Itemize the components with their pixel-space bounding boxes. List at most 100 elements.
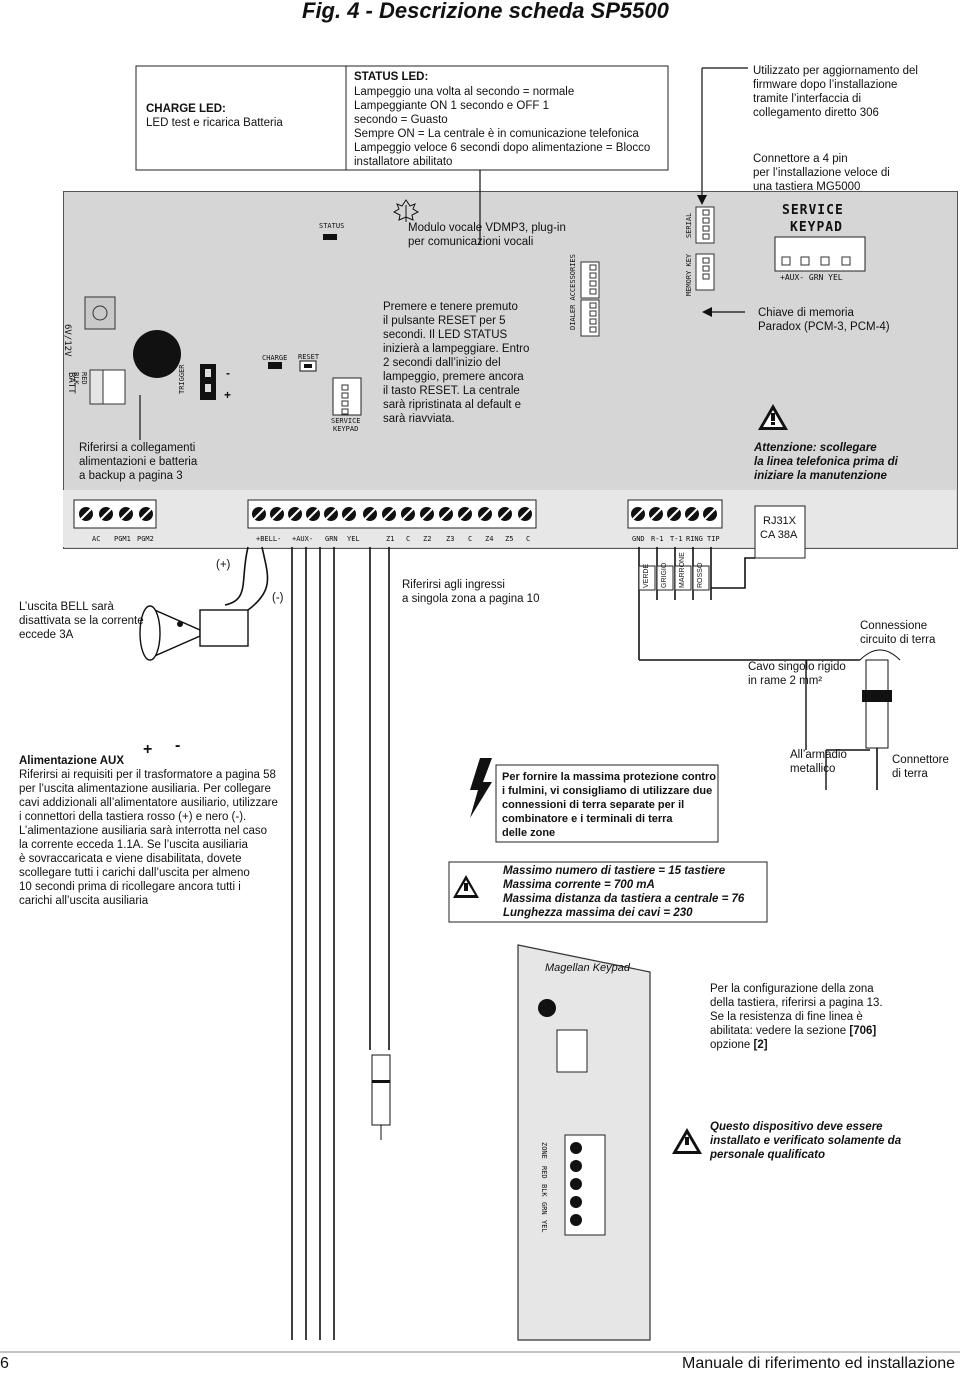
phone-terminal-t1: T-1 — [670, 535, 683, 543]
ground-connection-0: Connessione — [860, 620, 928, 632]
aux-grn-yel-label: +AUX- GRN YEL — [780, 273, 843, 282]
zone-config-4-text: opzione — [710, 1039, 754, 1051]
lightning-note-3: combinatore e i terminali di terra — [502, 813, 673, 825]
service-keypad-big-0: SERVICE — [782, 203, 844, 218]
lightning-note-0: Per fornire la massima protezione contro — [502, 771, 716, 783]
zones-note-0: Riferirsi agli ingressi — [402, 579, 505, 591]
reset-note-4: 2 secondi dall’inizio del — [383, 357, 501, 369]
terminal-z2: Z2 — [423, 535, 432, 543]
connector-note-0: Connettore a 4 pin — [753, 153, 848, 165]
keypad-limit-2: Massima distanza da tastiera a centrale … — [503, 893, 745, 905]
service-keypad-big-1: KEYPAD — [790, 220, 843, 235]
power-note-1: alimentazioni e batteria — [79, 456, 198, 468]
keypad-terminal-red: RED — [540, 1166, 548, 1179]
trigger-minus: - — [226, 366, 230, 380]
power-note-2: a backup a pagina 3 — [79, 470, 183, 482]
charge-led — [268, 362, 282, 369]
copper-wire-1: in rame 2 mm² — [748, 675, 823, 687]
vocal-module-0: Modulo vocale VDMP3, plug-in — [408, 222, 566, 234]
battery-connector — [84, 296, 126, 405]
ground-connector-0: Connettore — [892, 754, 949, 766]
install-warning-0: Questo dispositivo deve essere — [710, 1121, 883, 1133]
rj31x-label-1: CA 38A — [760, 529, 798, 541]
wire-grigio: GRIGIO — [661, 562, 668, 588]
status-led-line-5: installatore abilitato — [354, 156, 453, 168]
connector-note-2: una tastiera MG5000 — [753, 181, 861, 193]
memory-key-label: MEMORY KEY — [685, 253, 693, 296]
aux-line-5: la corrente ecceda 1.1A. Se l’uscita aus… — [19, 839, 248, 851]
reset-note-0: Premere e tenere premuto — [383, 301, 518, 313]
power-note-0: Riferirsi a collegamenti — [79, 442, 196, 454]
terminal-z1: Z1 — [386, 535, 395, 543]
terminal-z5: Z5 — [505, 535, 514, 543]
bell-note-1: disattivata se la corrente — [19, 615, 144, 627]
ground-connection-1: circuito di terra — [860, 634, 936, 646]
aux-line-3: i connettori della tastiera rosso (+) e … — [19, 811, 247, 823]
reset-note-1: il pulsante RESET per 5 — [383, 315, 506, 327]
keypad-label: Magellan Keypad — [545, 962, 631, 974]
battery-voltage-label: 6V/12V — [62, 324, 72, 357]
trigger-plus: + — [224, 388, 232, 402]
service-keypad-small-1: KEYPAD — [333, 425, 359, 433]
status-led — [323, 234, 337, 240]
cabinet-0: All’armadio — [790, 749, 847, 761]
lightning-note-2: connessioni di terra separate per il — [502, 799, 685, 811]
aux-line-9: carichi all’uscita ausiliaria — [19, 895, 149, 907]
status-led-line-4: Lampeggio veloce 6 secondi dopo alimenta… — [354, 142, 651, 154]
firmware-note-0: Utilizzato per aggiornamento del — [753, 65, 918, 77]
terminal-pgm1: PGM1 — [114, 535, 131, 543]
keypad-limit-0: Massimo numero di tastiere = 15 tastiere — [503, 865, 726, 877]
zones-note-1: a singola zona a pagina 10 — [402, 593, 540, 605]
zone-config-1: della tastiera, riferirsi a pagina 13. — [710, 997, 883, 1009]
aux-line-2: cavi addizionali all’alimentatore ausili… — [19, 797, 278, 809]
batt-label: BATT — [66, 372, 76, 394]
terminal-z3: Z3 — [446, 535, 455, 543]
reset-note-3: inizierà a lampeggiare. Entro — [383, 343, 530, 355]
reset-label: RESET — [298, 353, 320, 361]
rj31x-label-0: RJ31X — [763, 515, 797, 527]
terminal-grn: GRN — [325, 535, 338, 543]
phone-terminal-ring: RING — [686, 535, 703, 543]
keypad-terminal-grn: GRN — [540, 1202, 548, 1215]
terminal-bell: +BELL- — [256, 535, 282, 543]
wire-verde: VERDE — [643, 563, 650, 588]
serial-label: SERIAL — [685, 212, 693, 238]
terminal-yel: YEL — [347, 535, 360, 543]
zone-config-0: Per la configurazione della zona — [710, 983, 874, 995]
ground-connector-1: di terra — [892, 768, 928, 780]
phone-terminal-r1: R-1 — [651, 535, 664, 543]
firmware-note-1: firmware dopo l’installazione — [753, 79, 898, 91]
zone-config-2: Se la resistenza di fine linea è — [710, 1011, 863, 1023]
phone-terminal-tip: TIP — [707, 535, 720, 543]
charge-label: CHARGE — [262, 354, 288, 362]
bell-siren-icon — [139, 605, 249, 661]
page-title: Fig. 4 - Descrizione scheda SP5500 — [302, 0, 669, 23]
charge-led-desc: LED test e ricarica Batteria — [146, 117, 283, 129]
phone-terminal-gnd: GND — [632, 535, 645, 543]
aux-power-title: Alimentazione AUX — [19, 755, 125, 767]
status-led-title: STATUS LED: — [354, 71, 429, 83]
keypad-limit-1: Massima corrente = 700 mA — [503, 879, 655, 891]
manual-title: Manuale di riferimento ed installazione — [682, 1355, 956, 1372]
keypad-limit-3: Lunghezza massima dei cavi = 230 — [503, 907, 693, 919]
status-label: STATUS — [319, 222, 345, 230]
firmware-note-3: collegamento diretto 306 — [753, 107, 879, 119]
vocal-module-1: per comunicazioni vocali — [408, 236, 534, 248]
aux-line-4: L’alimentazione ausiliaria sarà interrot… — [19, 825, 268, 837]
ground-rod-icon — [859, 649, 901, 790]
status-led-line-0: Lampeggio una volta al secondo = normale — [354, 86, 575, 98]
install-warning-1: installato e verificato solamente da — [710, 1135, 902, 1147]
terminal-ac: AC — [92, 535, 101, 543]
install-warning-2: personale qualificato — [710, 1149, 826, 1161]
reset-note-5: lampeggio, premere ancora — [383, 371, 524, 383]
page-number: 6 — [0, 1355, 9, 1372]
lightning-note-1: i fulmini, vi consigliamo di utilizzare … — [502, 785, 713, 797]
terminal-c3: C — [526, 535, 531, 543]
terminal-aux: +AUX- — [292, 535, 314, 543]
aux-line-8: 10 secondi prima di ricollegare ancora t… — [19, 881, 241, 893]
terminal-pgm2: PGM2 — [137, 535, 154, 543]
reset-note-2: secondi. Il LED STATUS — [383, 329, 508, 341]
bell-minus: (-) — [272, 592, 284, 604]
firmware-note-2: tramite l’interfaccia di — [753, 93, 862, 105]
